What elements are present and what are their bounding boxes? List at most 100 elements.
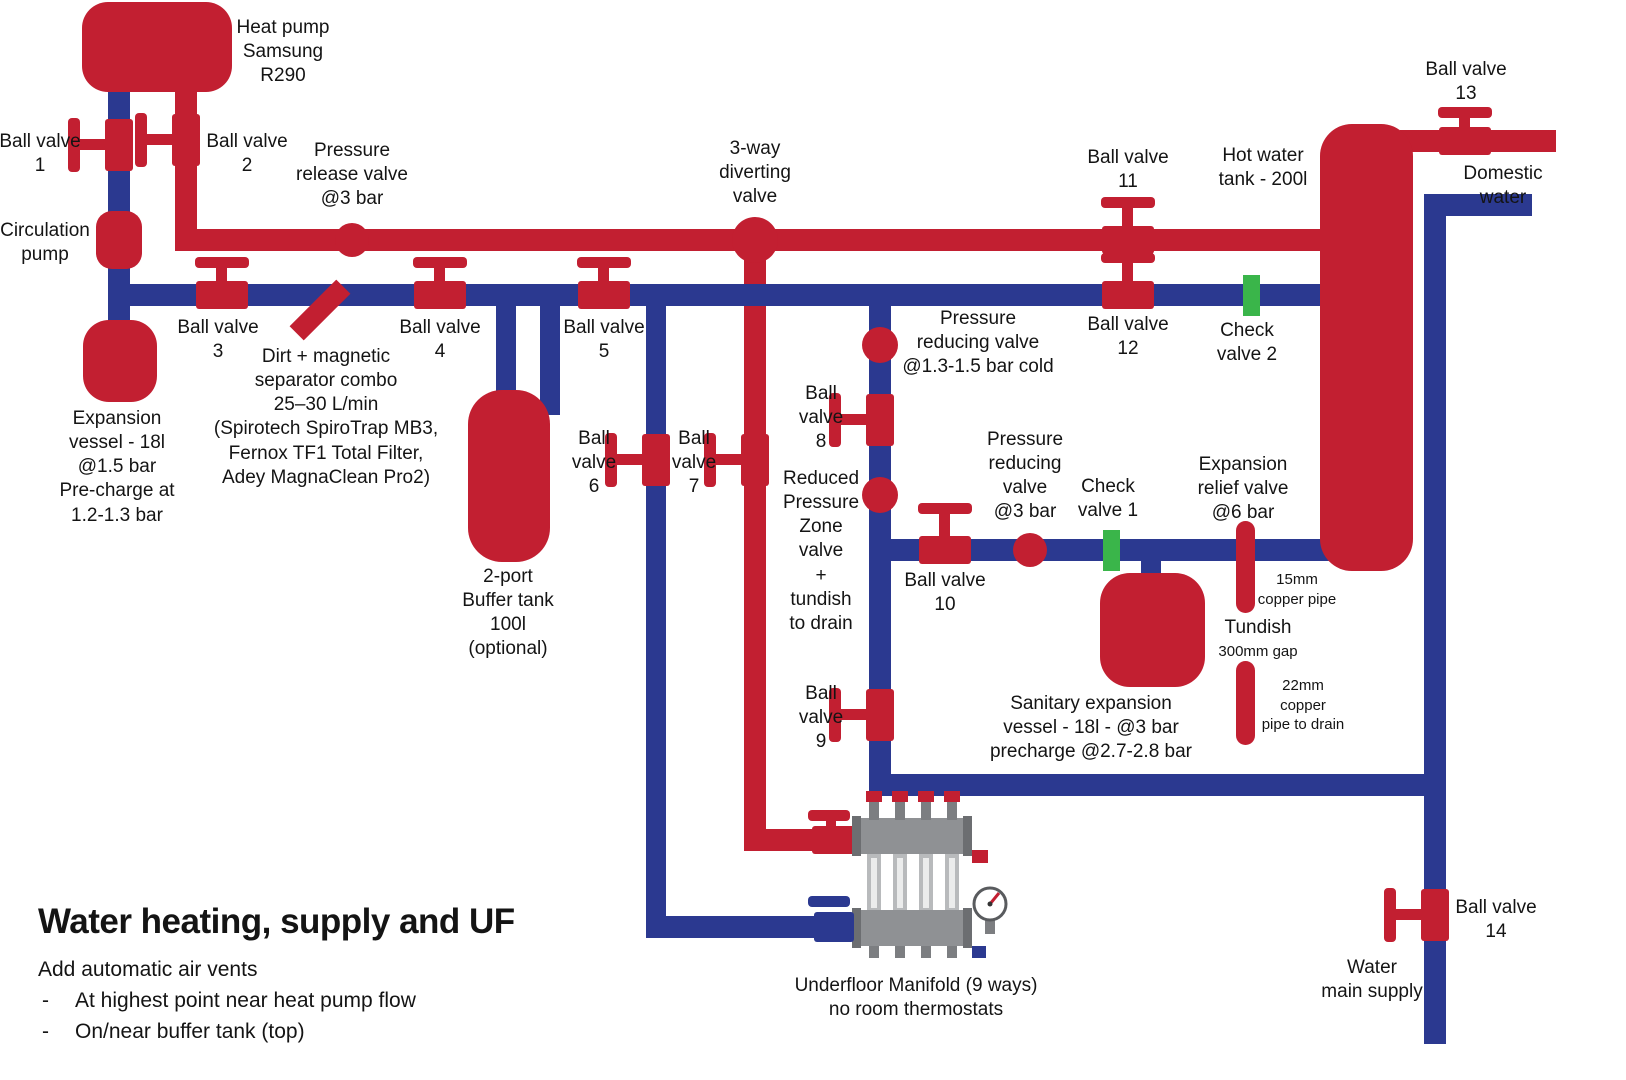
label-buffer-tank: 2-port Buffer tank 100l (optional) bbox=[462, 566, 554, 660]
dirt-separator-symbol bbox=[289, 279, 351, 341]
label-copper-15mm: 15mm copper pipe bbox=[1257, 571, 1337, 608]
label-ball-valve-8: Ball valve 8 bbox=[798, 383, 844, 453]
hot-water-tank-body bbox=[1320, 124, 1413, 571]
manifold-bottom-bar-cap-right bbox=[963, 908, 972, 948]
manifold-return-stubs bbox=[869, 946, 957, 958]
buffer-tank-body bbox=[468, 390, 550, 562]
expansion-vessel-body bbox=[83, 320, 157, 402]
pipe-cold-main-vertical bbox=[1424, 194, 1446, 1044]
manifold-bottom-bar-cap-left bbox=[852, 908, 861, 948]
manifold-sight-glasses bbox=[867, 854, 959, 912]
ball-valve-14-symbol bbox=[1384, 888, 1449, 942]
label-ball-valve-1: Ball valve 1 bbox=[0, 131, 81, 177]
prv-3bar-symbol bbox=[1013, 533, 1047, 567]
manifold-drain bbox=[972, 946, 986, 958]
relief-pipe-15mm bbox=[1236, 521, 1255, 613]
label-circulation-pump: Circulation pump bbox=[0, 220, 90, 266]
note-item: - At highest point near heat pump flow bbox=[38, 989, 515, 1013]
manifold-supply-valve-lever bbox=[808, 810, 850, 821]
rpz-valve-symbol bbox=[862, 477, 898, 513]
pressure-release-valve-symbol bbox=[335, 223, 369, 257]
ball-valve-11-symbol bbox=[1101, 197, 1155, 254]
label-expansion-vessel: Expansion vessel - 18l @1.5 bar Pre-char… bbox=[59, 408, 175, 526]
ball-valve-7-symbol bbox=[704, 433, 769, 487]
manifold-supply-valve-stem bbox=[826, 818, 836, 828]
label-rpz-valve: Reduced Pressure Zone valve + tundish to… bbox=[782, 468, 860, 634]
manifold-flow-valves bbox=[866, 791, 960, 820]
label-three-way-valve: 3-way diverting valve bbox=[719, 138, 791, 208]
pipe-uf-flow-vertical bbox=[744, 240, 766, 851]
pipe-buffer-out bbox=[540, 295, 560, 415]
label-ball-valve-7: Ball valve 7 bbox=[671, 428, 717, 498]
prv-cold-symbol bbox=[862, 327, 898, 363]
gauge-pivot bbox=[987, 901, 993, 907]
label-ball-valve-11: Ball valve 11 bbox=[1087, 147, 1169, 193]
ball-valve-4-symbol bbox=[413, 257, 467, 309]
label-ball-valve-2: Ball valve 2 bbox=[206, 131, 288, 177]
sanitary-expansion-vessel-body bbox=[1100, 573, 1205, 687]
label-ball-valve-12: Ball valve 12 bbox=[1087, 314, 1169, 360]
ball-valve-3-symbol bbox=[195, 257, 249, 309]
manifold-return-valve bbox=[814, 912, 854, 942]
manifold-top-bar-cap-right bbox=[963, 816, 972, 856]
pipe-uf-return-vertical bbox=[646, 295, 666, 938]
ball-valve-8-symbol bbox=[829, 393, 894, 447]
pipe-buffer-in bbox=[496, 295, 516, 415]
components bbox=[289, 217, 1260, 571]
label-sanitary-expansion-vessel: Sanitary expansion vessel - 18l - @3 bar… bbox=[989, 693, 1193, 763]
ball-valve-6-symbol bbox=[605, 433, 670, 487]
note-text: On/near buffer tank (top) bbox=[75, 1020, 305, 1043]
ball-valve-12-symbol bbox=[1101, 253, 1155, 309]
ball-valve-9-symbol bbox=[829, 688, 894, 742]
circulation-pump-body bbox=[96, 211, 142, 269]
pipe-cold-feed-to-tank bbox=[869, 539, 1330, 561]
pipe-heatpump-flow bbox=[175, 86, 197, 251]
ball-valve-13-symbol bbox=[1438, 107, 1492, 155]
label-expansion-relief-valve: Expansion relief valve @6 bar bbox=[1197, 454, 1289, 524]
label-copper-22mm: 22mm copper pipe to drain bbox=[1261, 677, 1345, 733]
check-valve-1-symbol bbox=[1103, 530, 1120, 571]
check-valve-2-symbol bbox=[1243, 275, 1260, 316]
label-tundish-gap: 300mm gap bbox=[1218, 643, 1298, 660]
label-check-valve-2: Check valve 2 bbox=[1216, 320, 1278, 366]
pipe-uf-return-bottom bbox=[646, 916, 862, 938]
label-hot-water-tank: Hot water tank - 200l bbox=[1218, 145, 1308, 191]
drain-pipe-22mm bbox=[1236, 661, 1255, 745]
label-ball-valve-10: Ball valve 10 bbox=[904, 570, 986, 616]
label-water-main-supply: Water main supply bbox=[1321, 957, 1423, 1003]
pipe-cold-main-horizontal bbox=[869, 774, 1446, 796]
label-ball-valve-9: Ball valve 9 bbox=[798, 683, 844, 753]
manifold-supply-valve bbox=[812, 826, 856, 854]
label-ball-valve-6: Ball valve 6 bbox=[571, 428, 617, 498]
ball-valve-1-symbol bbox=[68, 118, 133, 172]
note-item: - On/near buffer tank (top) bbox=[38, 1020, 515, 1044]
title-block: Water heating, supply and UF Add automat… bbox=[38, 902, 515, 1044]
diagram-title: Water heating, supply and UF bbox=[38, 902, 515, 941]
label-ball-valve-13: Ball valve 13 bbox=[1425, 59, 1507, 105]
ball-valve-2-symbol bbox=[135, 113, 200, 167]
label-heat-pump: Heat pump Samsung R290 bbox=[236, 17, 330, 87]
label-ball-valve-5: Ball valve 5 bbox=[563, 317, 645, 363]
label-dirt-separator: Dirt + magnetic separator combo 25–30 L/… bbox=[213, 346, 439, 488]
label-tundish: Tundish bbox=[1224, 617, 1292, 638]
pipe-return-main bbox=[108, 284, 1330, 306]
vessels bbox=[82, 2, 1413, 745]
label-pressure-release-valve: Pressure release valve @3 bar bbox=[296, 140, 408, 210]
label-domestic-water: Domestic water bbox=[1463, 163, 1543, 209]
pipe-domestic-cold-stub bbox=[1424, 194, 1532, 216]
label-ball-valve-4: Ball valve 4 bbox=[399, 317, 481, 363]
gauge-stem bbox=[985, 920, 995, 934]
ball-valve-10-symbol bbox=[918, 503, 972, 564]
manifold-bottom-bar bbox=[852, 910, 972, 946]
ball-valve-5-symbol bbox=[577, 257, 631, 309]
bullet-dash: - bbox=[42, 1020, 49, 1043]
label-prv-3bar: Pressure reducing valve @3 bar bbox=[986, 429, 1064, 523]
label-prv-cold: Pressure reducing valve @1.3-1.5 bar col… bbox=[902, 308, 1054, 378]
label-check-valve-1: Check valve 1 bbox=[1077, 476, 1139, 522]
notes-heading: Add automatic air vents bbox=[38, 958, 258, 981]
ball-valves bbox=[68, 107, 1492, 942]
heat-pump-unit bbox=[82, 2, 232, 92]
manifold-top-bar-cap-left bbox=[852, 816, 861, 856]
